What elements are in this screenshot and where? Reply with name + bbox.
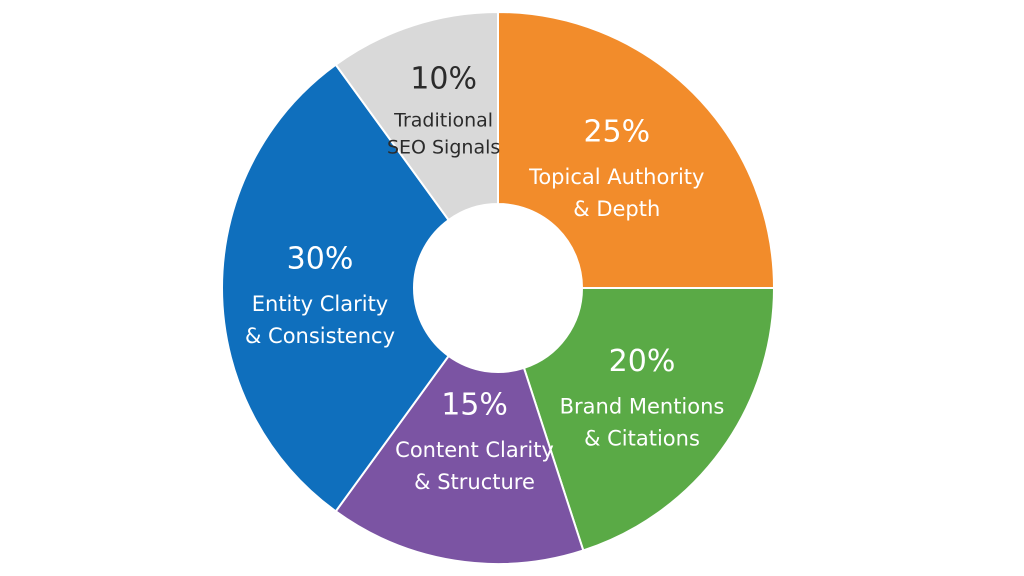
slice-percent-label-3: 15% <box>441 388 508 423</box>
slice-percent-label-5: 10% <box>410 62 477 97</box>
slice-category-label-3-line-2: & Structure <box>414 470 535 494</box>
donut-hole <box>414 204 582 372</box>
slice-category-label-2-line-2: & Citations <box>584 427 700 451</box>
slice-category-label-4-line-2: & Consistency <box>245 324 395 348</box>
slice-percent-label-4: 30% <box>287 242 354 277</box>
slice-category-label-1-line-1: Topical Authority <box>528 165 704 189</box>
slice-category-label-1-line-2: & Depth <box>573 197 660 221</box>
slice-percent-label-1: 25% <box>583 115 650 150</box>
slice-category-label-3-line-1: Content Clarity <box>395 438 554 462</box>
slice-category-label-5-line-2: SEO Signals <box>387 136 500 158</box>
donut-slices <box>220 10 776 565</box>
slice-percent-label-2: 20% <box>609 344 676 379</box>
slice-category-label-5-line-1: Traditional <box>393 109 493 131</box>
slice-category-label-2-line-1: Brand Mentions <box>560 395 725 419</box>
donut-labels: 25% Topical Authority & Depth 20% Brand Ment… <box>245 62 724 494</box>
slice-category-label-4-line-1: Entity Clarity <box>252 292 388 316</box>
